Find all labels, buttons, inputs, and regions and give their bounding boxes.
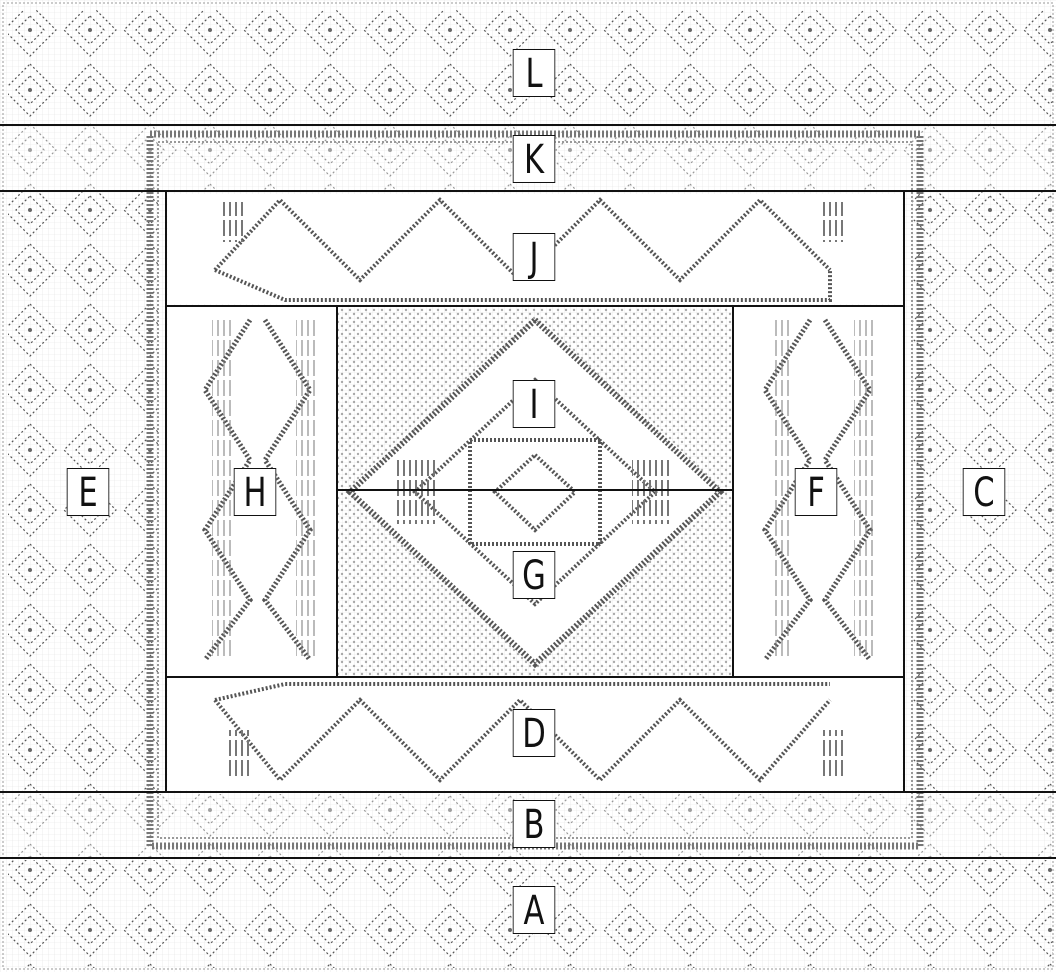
- section-F-hatch: [772, 320, 792, 660]
- section-label-L: L: [513, 49, 556, 97]
- section-label-C: C: [963, 468, 1006, 516]
- center-hatch-right: [632, 460, 672, 524]
- section-label-F: F: [795, 468, 838, 516]
- section-F-hatch-2: [854, 320, 874, 660]
- section-label-A: A: [513, 886, 556, 934]
- section-label-J: J: [513, 233, 556, 281]
- center-hatch-left: [395, 460, 435, 524]
- section-label-E: E: [67, 468, 110, 516]
- section-label-I: I: [513, 380, 556, 428]
- section-label-B: B: [513, 800, 556, 848]
- section-label-D: D: [513, 709, 556, 757]
- section-D-hatch-left: [225, 730, 249, 780]
- section-J-hatch-left: [220, 202, 244, 242]
- section-label-G: G: [513, 551, 556, 599]
- section-label-K: K: [513, 135, 556, 183]
- section-H-hatch: [212, 320, 232, 660]
- section-label-H: H: [234, 468, 277, 516]
- section-J-hatch-right: [820, 202, 844, 242]
- section-D-hatch-right: [820, 730, 844, 780]
- section-H-hatch-2: [296, 320, 316, 660]
